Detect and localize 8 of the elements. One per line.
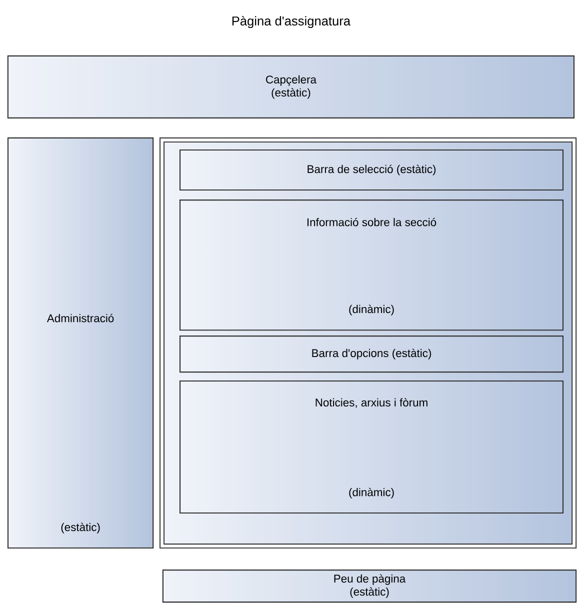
- section-box: Capçelera (estàtic): [7, 55, 575, 118]
- section-box: Barra d'opcions (estàtic): [179, 336, 564, 373]
- section-box: Peu de pàgina (estàtic): [162, 570, 577, 603]
- section-box: Noticies, arxius i fòrum (dinàmic): [179, 380, 564, 514]
- section-box: Administració (estàtic): [7, 137, 154, 549]
- title: Pàgina d'assignatura: [232, 16, 350, 28]
- section-box: Barra de selecció (estàtic): [179, 149, 564, 191]
- section-box: Informació sobre la secció (dinàmic): [179, 200, 564, 331]
